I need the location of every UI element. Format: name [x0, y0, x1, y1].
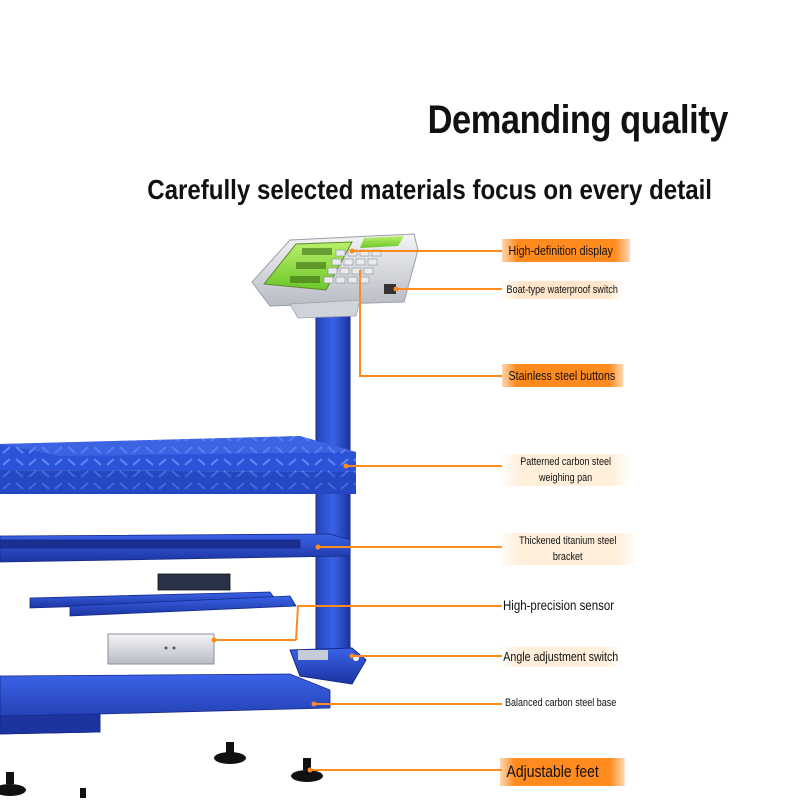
- base: [0, 673, 331, 735]
- callout-switch: Boat-type waterproof switch: [500, 281, 625, 299]
- callout-pan-line1: Patterned carbon steel: [520, 456, 611, 468]
- callout-pan: Patterned carbon steel weighing pan: [500, 454, 632, 486]
- callout-angle: Angle adjustment switch: [500, 647, 622, 667]
- callout-base: Balanced carbon steel base: [505, 697, 617, 709]
- angle-hinge: [289, 647, 367, 685]
- bracket-frame: [0, 533, 351, 563]
- load-cell: [107, 633, 215, 665]
- callout-pan-line2: weighing pan: [539, 472, 593, 484]
- callout-bracket-line1: Thickened titanium steel: [519, 535, 617, 547]
- callout-dots: [211, 248, 399, 773]
- adjustable-feet: [0, 742, 323, 798]
- callout-sensor: High-precision sensor: [503, 597, 615, 613]
- weighing-pan: [0, 436, 356, 494]
- sensor-bars: [29, 573, 297, 617]
- callout-display: High-definition display: [502, 239, 630, 262]
- heading-subtitle: Carefully selected materials focus on ev…: [147, 174, 712, 205]
- display-head: [251, 233, 419, 319]
- callout-feet: Adjustable feet: [500, 758, 625, 786]
- callout-bracket-line2: bracket: [552, 551, 583, 563]
- callout-lines: [214, 250, 502, 771]
- callout-buttons: Stainless steel buttons: [502, 364, 624, 387]
- heading-title: Demanding quality: [427, 98, 729, 142]
- callout-bracket: Thickened titanium steel bracket: [498, 533, 638, 565]
